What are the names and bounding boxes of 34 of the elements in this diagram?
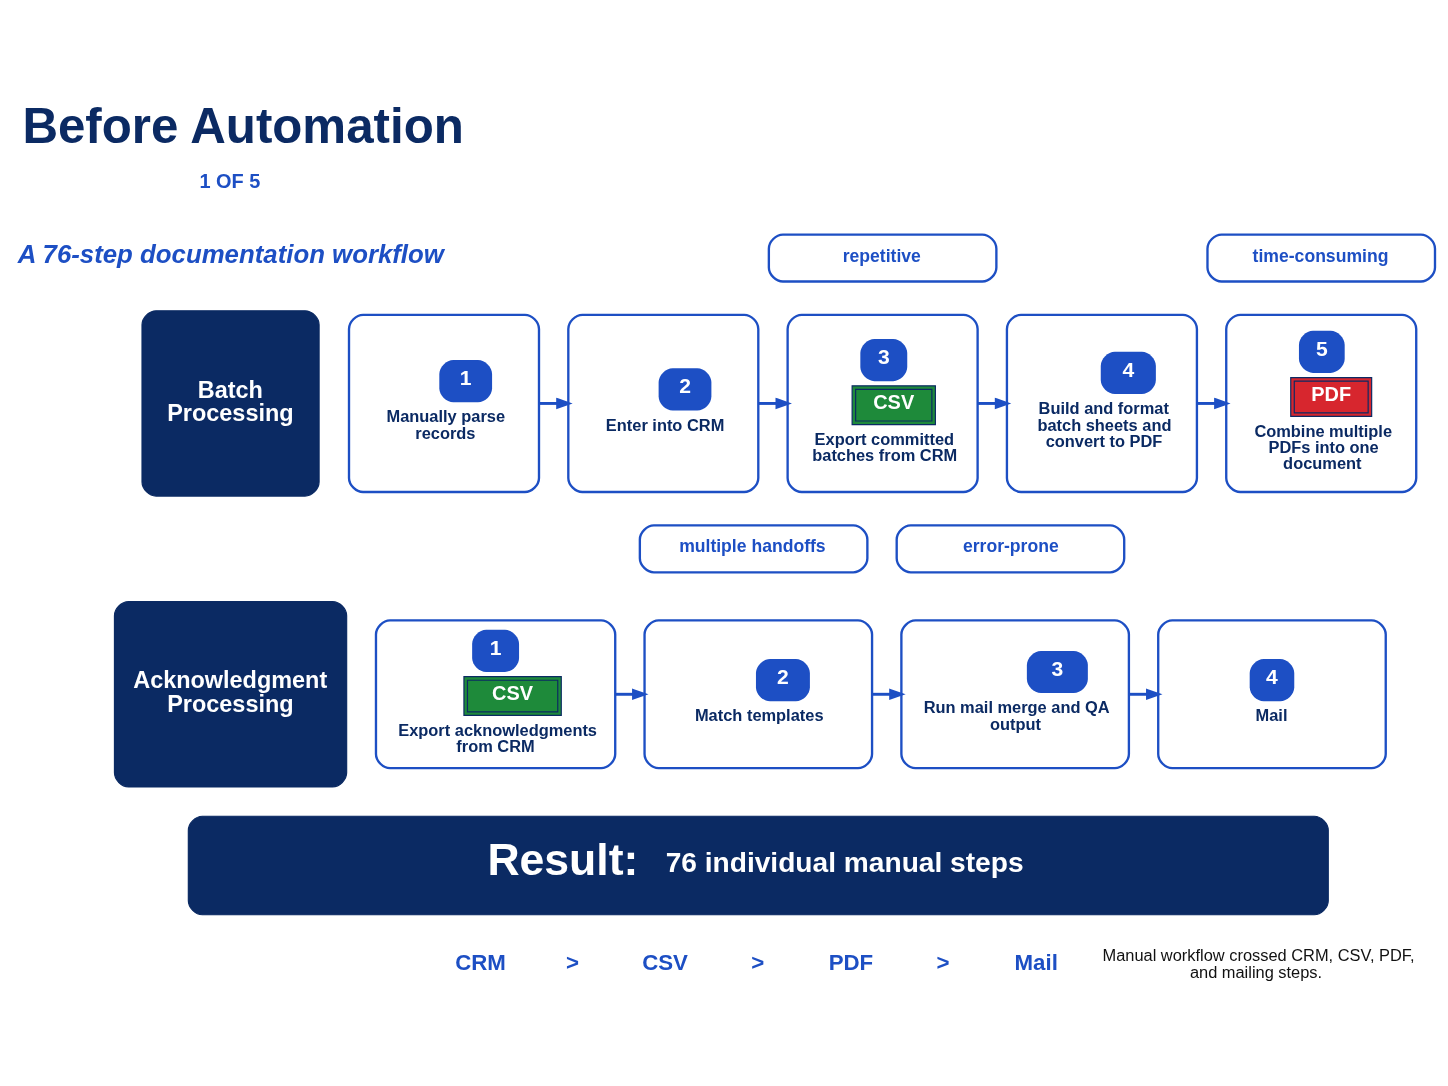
arrow xyxy=(539,397,573,410)
node-box: error-prone xyxy=(895,524,1126,574)
label: Manual workflow crossed CRM, CSV, PDF, and mailing steps. xyxy=(1102,945,1415,982)
node-box: multiple handoffs xyxy=(638,524,869,574)
node-box: 4 Build and format batch sheets and convert to PDF xyxy=(1005,313,1199,494)
node-box: 3 CSV Export committed batches from CRM xyxy=(786,313,979,494)
diagram-title: Before Automation xyxy=(22,97,464,153)
node-box: 1 Manually parse records xyxy=(347,313,541,494)
node-box: Result: 76 individual manual steps xyxy=(187,815,1329,916)
node-box: 1 CSV Export acknowledgments from CRM xyxy=(374,619,617,770)
node-box: Acknowledgment Processing xyxy=(113,601,348,788)
node-box: repetitive xyxy=(767,233,998,283)
node-box: time-consuming xyxy=(1206,233,1437,283)
label: CSV xyxy=(642,949,688,975)
label: 1 OF 5 xyxy=(199,169,261,192)
node-box: 4 Mail xyxy=(1157,619,1387,770)
label: PDF xyxy=(828,949,874,975)
node-box: 5 PDF Combine multiple PDFs into one document xyxy=(1225,313,1418,494)
label: > xyxy=(751,949,765,975)
node-box: Batch Processing xyxy=(141,310,320,497)
label: CRM xyxy=(455,949,506,975)
arrow xyxy=(615,688,649,701)
label: Mail xyxy=(1014,949,1058,975)
node-box: 2 Match templates xyxy=(643,619,874,770)
arrow xyxy=(977,397,1012,410)
node-box: 3 Run mail merge and QA output xyxy=(900,619,1131,770)
arrow xyxy=(1197,397,1231,410)
arrow xyxy=(872,688,906,701)
label: A 76-step documentation workflow xyxy=(17,240,444,269)
node-box: 2 Enter into CRM xyxy=(567,313,760,494)
label: > xyxy=(936,949,950,975)
arrow xyxy=(758,397,792,410)
arrow xyxy=(1129,688,1163,701)
label: > xyxy=(565,949,579,975)
